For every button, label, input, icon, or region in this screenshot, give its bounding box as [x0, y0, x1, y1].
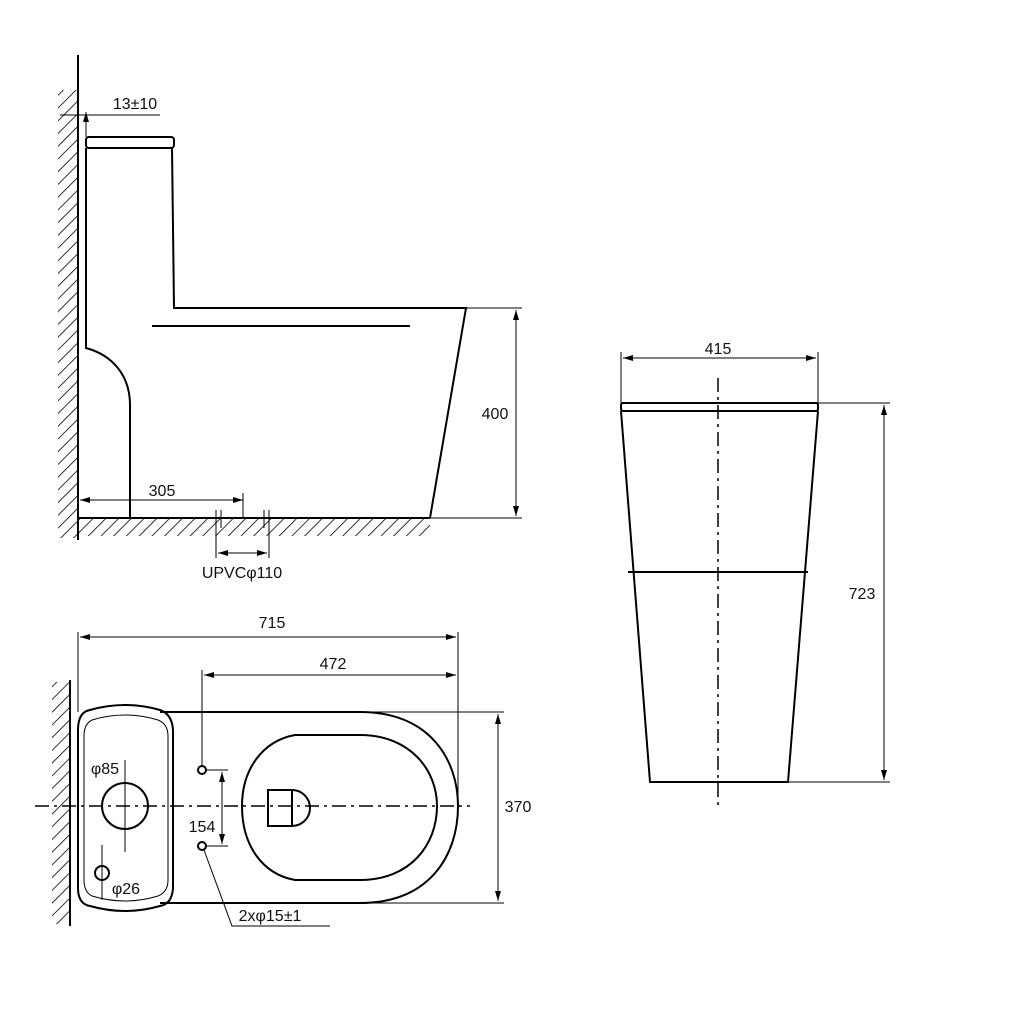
floor-hatch [78, 518, 430, 536]
dim-width: 370 [505, 799, 532, 816]
drain-pipe-marks [215, 510, 270, 558]
tank-inner-outline [83, 714, 169, 902]
tank-back-outline [85, 148, 131, 518]
dim-wall-offset: 13±10 [113, 96, 157, 113]
front-view: 415 723 [620, 341, 890, 808]
tank-lid [85, 136, 175, 149]
dim-bowl-length: 472 [320, 656, 347, 673]
drain-outlet [267, 789, 311, 827]
dim-small-hole: φ26 [112, 881, 140, 898]
dim-length: 715 [259, 615, 286, 632]
dim-hole-spacing: 154 [189, 819, 216, 836]
top-view: φ85 φ26 154 2xφ15±1 715 472 370 [35, 615, 532, 927]
fixing-hole-bottom [197, 841, 207, 851]
dim-front-height: 723 [849, 586, 876, 603]
fixing-holes-leader [203, 849, 330, 927]
dim-tank-hole: φ85 [91, 761, 119, 778]
bowl-outline [171, 147, 468, 519]
wall-hatch [58, 90, 78, 538]
dim-seat-height: 400 [482, 406, 509, 423]
side-view: 13±10 305 400 UPVCφ110 [58, 55, 522, 582]
seat-outline [240, 734, 439, 881]
front-body-outline [620, 410, 819, 783]
fixing-hole-top [197, 765, 207, 775]
front-lid [620, 402, 819, 412]
dim-front-width: 415 [705, 341, 732, 358]
dim-fixing-holes: 2xφ15±1 [239, 908, 302, 925]
tank-outline [77, 704, 174, 912]
dim-drain-pipe: UPVCφ110 [202, 565, 282, 582]
wall-hatch [52, 682, 70, 924]
dim-drain-distance: 305 [149, 483, 176, 500]
